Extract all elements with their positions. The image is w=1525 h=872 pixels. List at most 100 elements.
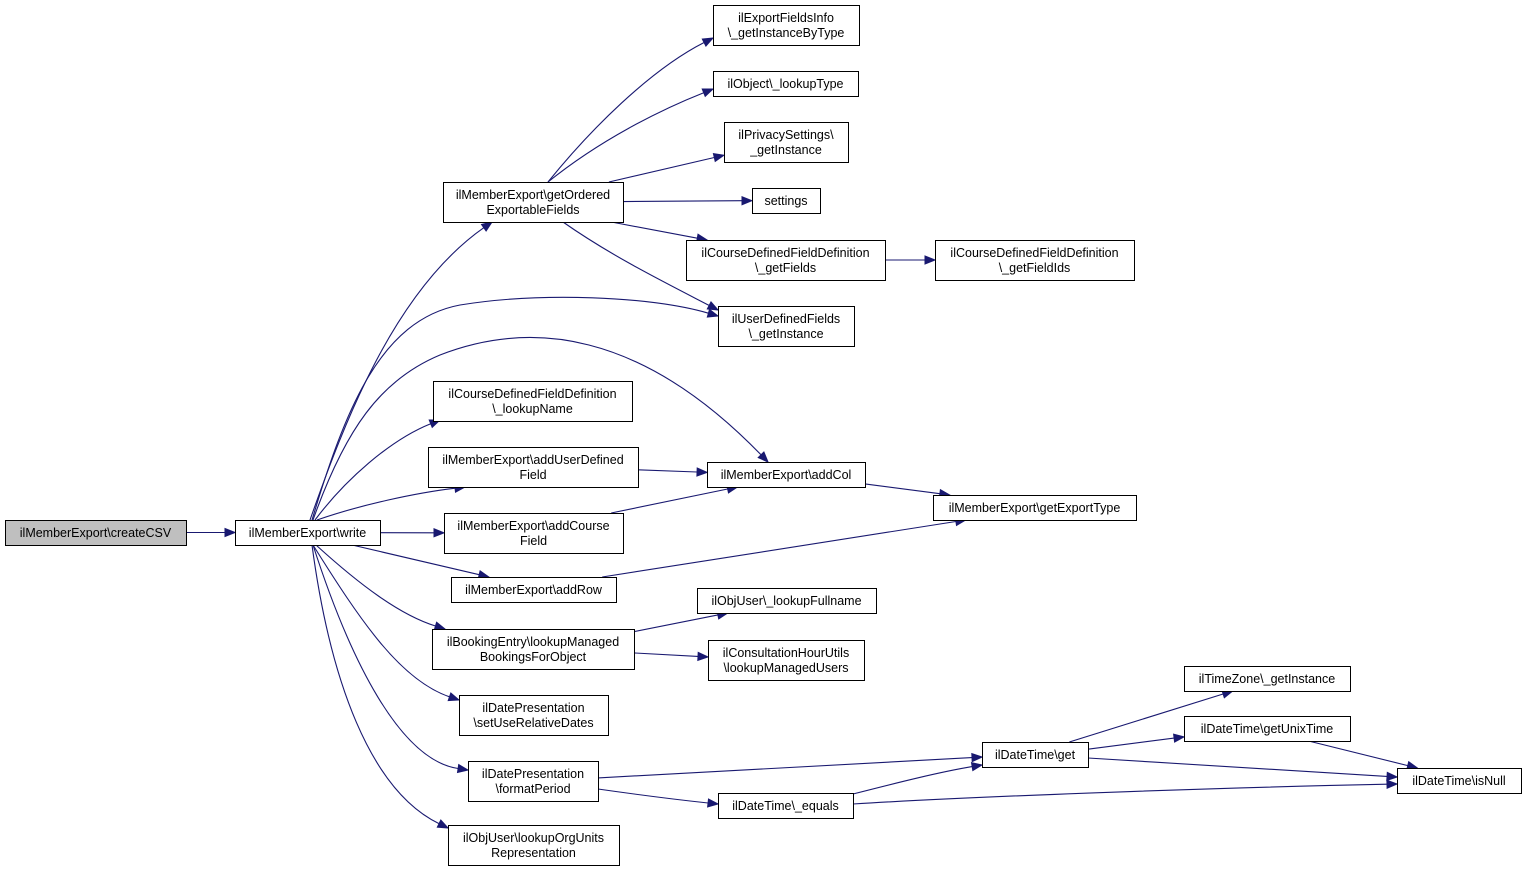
node-label: \_lookupName (492, 402, 573, 416)
node-box (433, 381, 633, 422)
node-add-col[interactable]: ilMemberExport\addCol (707, 462, 866, 488)
node-label: ilDatePresentation (482, 701, 584, 715)
node-box (718, 793, 854, 819)
nodes-layer: ilMemberExport\createCSV ilMemberExport\w… (5, 5, 1522, 866)
node-label: \_getInstanceByType (728, 26, 845, 40)
edge-get-unix-time-to-is-null (1308, 740, 1419, 771)
node-label: ExportableFields (486, 203, 579, 217)
node-get-unix-time[interactable]: ilDateTime\getUnixTime (1184, 716, 1351, 742)
edge-booking-to-consultation (633, 651, 710, 662)
edge-dt-get-to-is-null (1087, 757, 1399, 782)
node-box (443, 182, 624, 223)
node-dt-get[interactable]: ilDateTime\get (982, 742, 1089, 768)
node-get-export-type[interactable]: ilMemberExport\getExportType (933, 495, 1137, 521)
node-box (713, 71, 859, 97)
edge-get-ordered-to-lookup-type (547, 88, 715, 183)
node-label: ilConsultationHourUtils (723, 646, 849, 660)
node-label: ilMemberExport\addCol (721, 468, 852, 482)
edge-get-ordered-to-privacy (608, 152, 726, 183)
edge-booking-to-lookup-fullname (633, 610, 730, 633)
node-label: \_getFields (755, 261, 816, 275)
node-label: ilMemberExport\getOrdered (456, 188, 610, 202)
node-box (5, 520, 187, 546)
node-write[interactable]: ilMemberExport\write (235, 520, 381, 546)
node-box (707, 462, 866, 488)
edge-write-to-booking (315, 544, 447, 631)
edges-layer (186, 37, 1419, 829)
node-label: ilDateTime\isNull (1412, 774, 1505, 788)
node-label: ilUserDefinedFields (732, 312, 840, 326)
edge-add-row-to-get-export-type (602, 516, 968, 578)
node-label: ilObjUser\lookupOrgUnits (463, 831, 604, 845)
node-box (1184, 666, 1351, 692)
node-label: ilCourseDefinedFieldDefinition (701, 246, 869, 260)
node-label: BookingsForObject (480, 650, 587, 664)
node-label: ilCourseDefinedFieldDefinition (950, 246, 1118, 260)
node-label: _getInstance (749, 143, 822, 157)
edge-dt-equals-to-is-null (852, 779, 1399, 805)
node-box (724, 122, 849, 163)
node-privacy[interactable]: ilPrivacySettings\_getInstance (724, 122, 849, 163)
node-label: ilBookingEntry\lookupManaged (447, 635, 619, 649)
node-format-period[interactable]: ilDatePresentation\formatPeriod (468, 761, 599, 802)
node-label: ilMemberExport\addUserDefined (442, 453, 623, 467)
node-label: ilMemberExport\addRow (465, 583, 603, 597)
node-box (468, 761, 599, 802)
node-label: ilDatePresentation (482, 767, 584, 781)
node-consultation[interactable]: ilConsultationHourUtils\lookupManagedUse… (708, 640, 865, 681)
node-add-row[interactable]: ilMemberExport\addRow (451, 577, 617, 603)
node-cdf-get-fields[interactable]: ilCourseDefinedFieldDefinition\_getField… (686, 240, 886, 281)
node-box (428, 447, 639, 488)
node-settings[interactable]: settings (752, 188, 821, 214)
node-label: ilMemberExport\write (249, 526, 366, 540)
edge-write-to-add-user-defined (316, 483, 467, 521)
node-label: ilExportFieldsInfo (738, 11, 834, 25)
node-label: ilObjUser\_lookupFullname (711, 594, 861, 608)
node-label: ilCourseDefinedFieldDefinition (448, 387, 616, 401)
edge-add-user-defined-to-add-col (637, 467, 709, 477)
node-label: ilMemberExport\addCourse (457, 519, 609, 533)
edge-write-to-org-units (311, 544, 450, 829)
node-export-fields-info[interactable]: ilExportFieldsInfo\_getInstanceByType (713, 5, 860, 46)
node-label: ilMemberExport\createCSV (20, 526, 172, 540)
edge-format-period-to-dt-get (597, 752, 984, 779)
node-label: \setUseRelativeDates (473, 716, 593, 730)
node-box (444, 513, 624, 554)
edge-add-course-to-add-col (611, 484, 739, 514)
node-is-null[interactable]: ilDateTime\isNull (1397, 768, 1522, 794)
node-label: ilMemberExport\getExportType (949, 501, 1121, 515)
node-tz-get-instance[interactable]: ilTimeZone\_getInstance (1184, 666, 1351, 692)
node-get-ordered[interactable]: ilMemberExport\getOrderedExportableField… (443, 182, 624, 223)
node-box (686, 240, 886, 281)
node-cdf-get-field-ids[interactable]: ilCourseDefinedFieldDefinition\_getField… (935, 240, 1135, 281)
node-box (448, 825, 620, 866)
node-booking[interactable]: ilBookingEntry\lookupManagedBookingsForO… (432, 629, 635, 670)
node-label: Representation (491, 846, 576, 860)
node-box (713, 5, 860, 46)
node-lookup-type[interactable]: ilObject\_lookupType (713, 71, 859, 97)
node-label: ilObject\_lookupType (727, 77, 843, 91)
edge-write-to-add-col (312, 336, 769, 521)
node-label: settings (764, 194, 807, 208)
node-lookup-fullname[interactable]: ilObjUser\_lookupFullname (697, 588, 877, 614)
node-set-relative[interactable]: ilDatePresentation\setUseRelativeDates (459, 695, 609, 736)
node-box (982, 742, 1089, 768)
node-dt-equals[interactable]: ilDateTime\_equals (718, 793, 854, 819)
edge-write-to-format-period (312, 544, 470, 774)
node-udf-get-instance[interactable]: ilUserDefinedFields\_getInstance (718, 306, 855, 347)
node-label: \formatPeriod (495, 782, 570, 796)
node-label: Field (520, 534, 547, 548)
node-create-csv[interactable]: ilMemberExport\createCSV (5, 520, 187, 546)
node-cdf-lookup-name[interactable]: ilCourseDefinedFieldDefinition\_lookupNa… (433, 381, 633, 422)
node-label: ilDateTime\getUnixTime (1201, 722, 1333, 736)
node-box (697, 588, 877, 614)
node-label: ilDateTime\get (995, 748, 1076, 762)
node-box (708, 640, 865, 681)
node-label: ilPrivacySettings\ (738, 128, 834, 142)
edge-dt-equals-to-dt-get (852, 762, 984, 795)
edge-get-ordered-to-udf-get-instance (562, 221, 720, 311)
